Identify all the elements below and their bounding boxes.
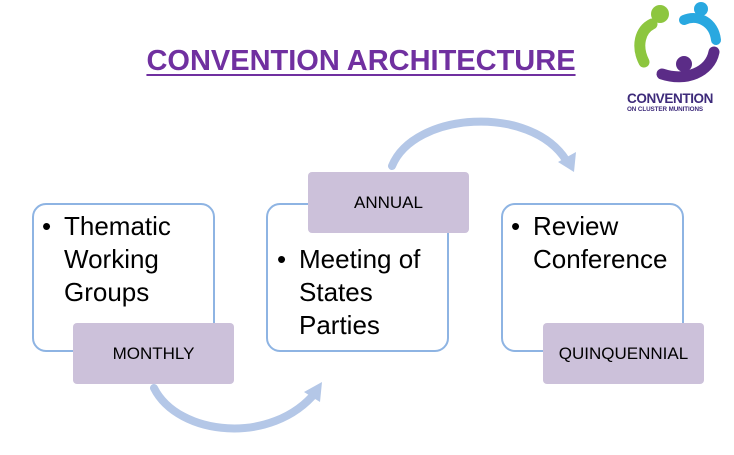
arrow-head-1	[304, 382, 322, 402]
convention-logo-icon	[634, 2, 721, 83]
arrow-monthly-to-annual	[150, 384, 320, 433]
arrow-annual-to-review	[388, 117, 570, 170]
stage-label: Thematic Working Groups	[64, 211, 171, 307]
bullet-point: •	[277, 244, 287, 274]
logo-title: CONVENTION	[627, 91, 714, 106]
page-title: CONVENTION ARCHITECTURE	[146, 45, 576, 77]
stage-label: Meeting of States Parties	[299, 244, 421, 340]
convention-logo	[626, 2, 734, 122]
stage-label: Review Conference	[533, 211, 668, 274]
frequency-tag-monthly: MONTHLY	[73, 323, 234, 384]
bullet-point: •	[511, 211, 521, 241]
bullet-point: •	[42, 211, 52, 241]
logo-subtitle: ON CLUSTER MUNITIONS	[627, 106, 704, 113]
arrow-head-2	[558, 152, 576, 172]
frequency-tag-annual: ANNUAL	[308, 172, 469, 233]
frequency-tag-quinquennial: QUINQUENNIAL	[543, 323, 704, 384]
